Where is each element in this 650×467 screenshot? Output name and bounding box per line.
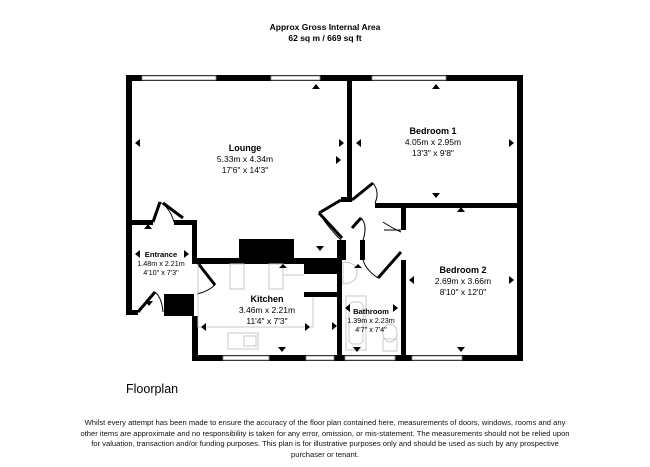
room-entrance: Entrance 1.48m x 2.21m 4'10" x 7'3" [131, 250, 191, 277]
fixtures [197, 261, 398, 352]
room-imperial: 13'3" x 9'8" [412, 148, 454, 158]
room-kitchen: Kitchen 3.46m x 2.21m 11'4" x 7'3" [222, 294, 312, 327]
room-imperial: 4'10" x 7'3" [143, 268, 179, 277]
area-value: 62 sq m / 669 sq ft [288, 33, 362, 43]
room-name: Lounge [228, 143, 262, 153]
room-metric: 4.05m x 2.95m [404, 137, 462, 147]
room-bedroom-2: Bedroom 2 2.69m x 3.66m 8'10" x 12'0" [418, 265, 508, 298]
room-name: Bedroom 2 [439, 265, 487, 275]
room-name: Bedroom 1 [409, 126, 457, 136]
room-metric: 1.48m x 2.21m [137, 259, 185, 268]
room-imperial: 17'6" x 14'3" [221, 165, 269, 175]
room-metric: 3.46m x 2.21m [238, 305, 296, 315]
doors [136, 181, 403, 313]
disclaimer-text: Whilst every attempt has been made to en… [80, 418, 570, 459]
floor-title: Floorplan [126, 382, 179, 396]
room-imperial: 11'4" x 7'3" [246, 316, 288, 326]
area-title: Approx Gross Internal Area [269, 22, 381, 32]
room-name: Kitchen [250, 294, 284, 304]
room-imperial: 8'10" x 12'0" [439, 287, 487, 297]
room-bathroom: Bathroom 1.39m x 2.23m 4'7" x 7'4" [342, 307, 400, 334]
measure-arrows [135, 84, 514, 352]
area-header: Approx Gross Internal Area 62 sq m / 669… [0, 22, 650, 44]
room-lounge: Lounge 5.33m x 4.34m 17'6" x 14'3" [200, 143, 290, 176]
room-metric: 1.39m x 2.23m [347, 316, 395, 325]
room-name: Entrance [144, 250, 178, 259]
room-name: Bathroom [353, 307, 389, 316]
room-metric: 2.69m x 3.66m [434, 276, 492, 286]
windows [141, 75, 463, 361]
room-metric: 5.33m x 4.34m [216, 154, 274, 164]
room-imperial: 4'7" x 7'4" [355, 325, 387, 334]
room-bedroom-1: Bedroom 1 4.05m x 2.95m 13'3" x 9'8" [388, 126, 478, 159]
